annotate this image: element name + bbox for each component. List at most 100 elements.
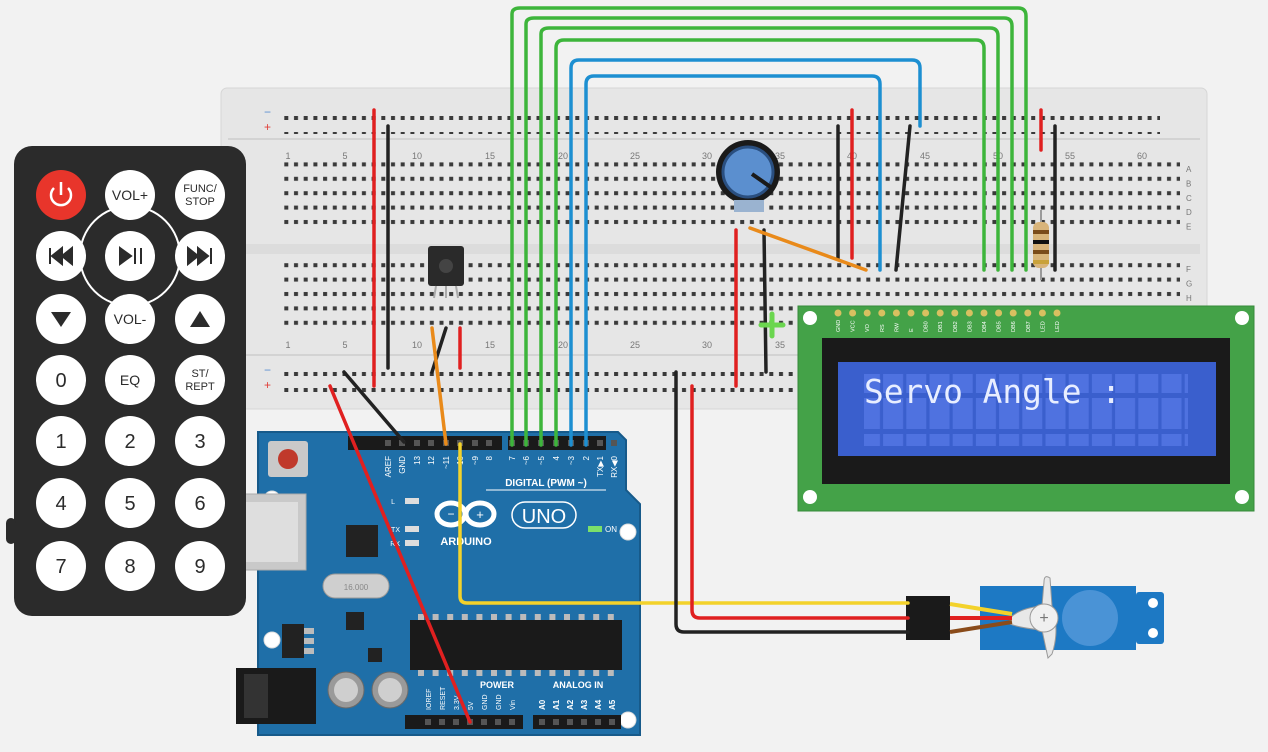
wire-red[interactable]: [328, 384, 472, 724]
lcd-pin[interactable]: [1038, 309, 1046, 317]
reset-button[interactable]: [278, 449, 298, 469]
digital-pin-label: 13: [413, 455, 422, 464]
ir-receiver[interactable]: [428, 246, 464, 299]
remote-button-strept[interactable]: ST/REPT: [175, 355, 225, 405]
pot-knob[interactable]: [721, 145, 775, 199]
remote-button-vol[interactable]: VOL-: [105, 294, 155, 344]
column-number: 30: [702, 340, 712, 350]
remote-button-circle[interactable]: [175, 478, 225, 528]
header-pin[interactable]: [553, 719, 559, 725]
header-pin[interactable]: [453, 719, 459, 725]
header-pin[interactable]: [595, 719, 601, 725]
lcd-pin-label: DB5: [997, 321, 1003, 332]
remote-button-circle[interactable]: [105, 294, 155, 344]
rail-plus-bottom: +: [264, 378, 271, 392]
remote-button-funcstop[interactable]: FUNC/STOP: [175, 170, 225, 220]
header-pin[interactable]: [509, 719, 515, 725]
remote-button-circle[interactable]: [175, 355, 225, 405]
wire-black[interactable]: [430, 326, 448, 374]
wire-black[interactable]: [674, 370, 910, 634]
down-button[interactable]: [36, 294, 86, 344]
wire-orange[interactable]: [748, 226, 868, 272]
lcd-pin[interactable]: [951, 309, 959, 317]
remote-button-0[interactable]: 0: [36, 355, 86, 405]
header-pin[interactable]: [414, 440, 420, 446]
header-pin[interactable]: [428, 440, 434, 446]
servo-motor[interactable]: +: [906, 576, 1164, 660]
lcd-pin[interactable]: [995, 309, 1003, 317]
wire-green[interactable]: [524, 16, 1014, 447]
header-pin[interactable]: [472, 440, 478, 446]
lcd-pin[interactable]: [834, 309, 842, 317]
remote-button-circle[interactable]: [105, 541, 155, 591]
wire-blue[interactable]: [569, 58, 922, 447]
wire-black[interactable]: [894, 124, 912, 272]
wire-green[interactable]: [554, 38, 986, 447]
lcd-pin[interactable]: [965, 309, 973, 317]
remote-button-circle[interactable]: [175, 541, 225, 591]
lcd-pin[interactable]: [922, 309, 930, 317]
wire-green[interactable]: [539, 26, 1000, 447]
remote-button-circle[interactable]: [175, 170, 225, 220]
lcd-pin[interactable]: [907, 309, 915, 317]
lcd-pin[interactable]: [863, 309, 871, 317]
header-pin[interactable]: [597, 440, 603, 446]
header-pin[interactable]: [385, 440, 391, 446]
header-pin[interactable]: [439, 719, 445, 725]
remote-button-1[interactable]: 1: [36, 416, 86, 466]
wire-green[interactable]: [510, 6, 1028, 447]
remote-button-circle[interactable]: [105, 170, 155, 220]
prev-button[interactable]: [36, 231, 86, 281]
header-pin[interactable]: [581, 719, 587, 725]
wire-red[interactable]: [690, 384, 910, 620]
remote-button-8[interactable]: 8: [105, 541, 155, 591]
header-pin[interactable]: [567, 719, 573, 725]
remote-button-circle[interactable]: [105, 355, 155, 405]
lcd-pin[interactable]: [980, 309, 988, 317]
remote-button-circle[interactable]: [36, 478, 86, 528]
remote-button-circle[interactable]: [175, 416, 225, 466]
remote-button-circle[interactable]: [105, 478, 155, 528]
potentiometer[interactable]: [716, 140, 780, 212]
lcd-pin[interactable]: [1053, 309, 1061, 317]
header-pin[interactable]: [539, 719, 545, 725]
wire-blue[interactable]: [584, 74, 882, 447]
remote-button-circle[interactable]: [36, 416, 86, 466]
remote-button-2[interactable]: 2: [105, 416, 155, 466]
remote-button-7[interactable]: 7: [36, 541, 86, 591]
lcd-pin[interactable]: [849, 309, 857, 317]
header-pin[interactable]: [611, 440, 617, 446]
up-button[interactable]: [175, 294, 225, 344]
remote-button-6[interactable]: 6: [175, 478, 225, 528]
remote-button-5[interactable]: 5: [105, 478, 155, 528]
remote-button-circle[interactable]: [36, 541, 86, 591]
arduino-uno[interactable]: 16.000 L TX RX ON − + ARDUINO: [236, 431, 641, 736]
remote-button-4[interactable]: 4: [36, 478, 86, 528]
wire-black[interactable]: [342, 370, 406, 444]
lcd-pin[interactable]: [892, 309, 900, 317]
header-pin[interactable]: [425, 719, 431, 725]
remote-button-3[interactable]: 3: [175, 416, 225, 466]
remote-button-circle[interactable]: [105, 416, 155, 466]
remote-button-9[interactable]: 9: [175, 541, 225, 591]
power-button[interactable]: [36, 170, 86, 220]
wire-black[interactable]: [762, 228, 768, 374]
lcd-pin[interactable]: [936, 309, 944, 317]
next-button[interactable]: [175, 231, 225, 281]
lcd-pin[interactable]: [878, 309, 886, 317]
header-pin[interactable]: [481, 719, 487, 725]
remote-button-vol[interactable]: VOL+: [105, 170, 155, 220]
play-pause-button[interactable]: [105, 231, 155, 281]
header-pin[interactable]: [495, 719, 501, 725]
wire-orange[interactable]: [430, 326, 448, 446]
header-pin[interactable]: [399, 440, 405, 446]
lcd-pin[interactable]: [1009, 309, 1017, 317]
wire-yellow[interactable]: [458, 442, 910, 605]
header-pin[interactable]: [609, 719, 615, 725]
remote-button-eq[interactable]: EQ: [105, 355, 155, 405]
remote-button-circle[interactable]: [36, 355, 86, 405]
header-pin[interactable]: [486, 440, 492, 446]
lcd-pin[interactable]: [1024, 309, 1032, 317]
